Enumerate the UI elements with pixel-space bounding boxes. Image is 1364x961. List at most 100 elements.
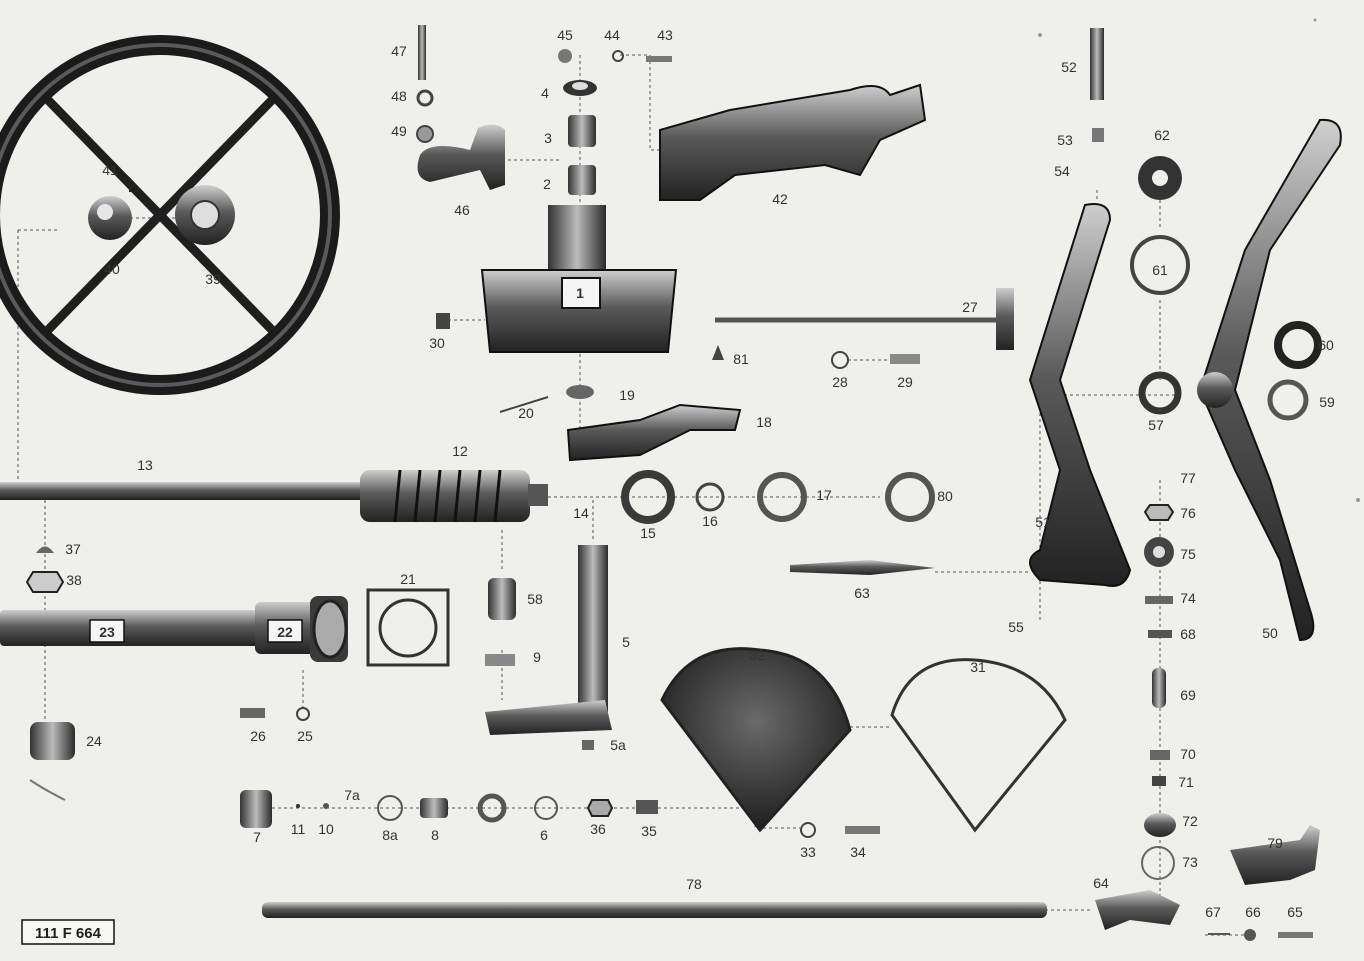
column-nut-bush (25, 546, 310, 760)
part-label: 73 (1182, 854, 1198, 870)
side-cover-and-gasket (660, 647, 1067, 833)
part-label: 19 (619, 387, 635, 403)
part-label: 33 (800, 844, 816, 860)
part-label: 63 (854, 585, 870, 601)
part-label: 5a (610, 737, 626, 753)
part-label: 29 (897, 374, 913, 390)
part-label: 31 (970, 659, 986, 675)
part-label: 55 (1008, 619, 1024, 635)
part-label: 1 (576, 285, 584, 301)
part-label: 17 (816, 487, 832, 503)
part-label: 60 (1318, 337, 1334, 353)
part-label: 44 (604, 27, 620, 43)
part-label: 30 (429, 335, 445, 351)
part-label: 62 (1154, 127, 1170, 143)
part-label: 38 (66, 572, 82, 588)
part-label: 8a (382, 827, 398, 843)
part-label: 18 (756, 414, 772, 430)
part-label: 24 (86, 733, 102, 749)
part-label: 47 (391, 43, 407, 59)
part-label: 16 (702, 513, 718, 529)
part-label: 77 (1180, 470, 1196, 486)
idler-arms (1028, 28, 1342, 642)
part-label: 4 (541, 85, 549, 101)
elbow-casting (558, 49, 927, 201)
part-label: 64 (1093, 875, 1109, 891)
part-label: 42 (772, 191, 788, 207)
sector-shaft (485, 545, 612, 750)
part-label: 9 (533, 649, 541, 665)
part-label: 61 (1152, 262, 1168, 278)
part-label: 8 (431, 827, 439, 843)
part-label: 70 (1180, 746, 1196, 762)
part-label: 65 (1287, 904, 1303, 920)
plate-number: 111 F 664 (35, 925, 102, 942)
part-label: 46 (454, 202, 470, 218)
part-label: 35 (641, 823, 657, 839)
part-label: 14 (573, 505, 589, 521)
part-label: 20 (518, 405, 534, 421)
part-label: 39 (205, 271, 221, 287)
part-label: 45 (557, 27, 573, 43)
part-label: 72 (1182, 813, 1198, 829)
seal-rings (621, 470, 935, 524)
print-specks (29, 18, 1360, 801)
part-label: 51 (1035, 514, 1051, 530)
flange-gasket (366, 588, 450, 667)
part-label: 28 (832, 374, 848, 390)
part-label: 13 (137, 457, 153, 473)
tie-rod-ends (790, 560, 1320, 941)
part-label: 11 (291, 821, 306, 837)
part-label: 27 (962, 299, 978, 315)
kingpin-stack (1130, 156, 1322, 880)
part-label: 57 (1148, 417, 1164, 433)
part-label: 68 (1180, 626, 1196, 642)
part-label: 74 (1180, 590, 1196, 606)
part-label: 69 (1180, 687, 1196, 703)
part-label: 54 (1054, 163, 1070, 179)
part-label: 22 (277, 624, 293, 640)
steering-wheel (0, 35, 340, 395)
part-label: 10 (318, 821, 334, 837)
part-label: 79 (1267, 835, 1283, 851)
part-label: 6 (540, 827, 548, 843)
part-label: 23 (99, 624, 115, 640)
part-label: 58 (527, 591, 543, 607)
part-label: 40 (104, 261, 120, 277)
part-label: 66 (1245, 904, 1261, 920)
part-label: 71 (1178, 774, 1194, 790)
part-label: 25 (297, 728, 313, 744)
part-label: 43 (657, 27, 673, 43)
boxed-labels (89, 619, 303, 643)
lever-rod (436, 288, 1014, 369)
part-label: 32 (749, 647, 765, 663)
plate-number-box: 111 F 664 (21, 919, 115, 945)
part-label: 36 (590, 821, 606, 837)
part-label: 2 (543, 176, 551, 192)
part-label: 37 (65, 541, 81, 557)
part-label: 78 (686, 876, 702, 892)
mount-bracket (416, 25, 505, 190)
part-labels: 1 2 3 4 5 5a 6 7 7a 8 8a 9 10 11 12 13 1… (65, 27, 1335, 920)
part-label: 76 (1180, 505, 1196, 521)
part-label: 3 (544, 130, 552, 146)
part-label: 41 (102, 162, 118, 178)
part-label: 53 (1057, 132, 1073, 148)
part-label: 21 (400, 571, 416, 587)
part-label: 81 (733, 351, 749, 367)
part-label: 7a (344, 787, 360, 803)
bushings (563, 80, 597, 195)
part-label: 52 (1061, 59, 1077, 75)
drag-link-rod (262, 902, 1047, 918)
part-label: 15 (640, 525, 656, 541)
part-label: 48 (391, 88, 407, 104)
part-label: 34 (850, 844, 866, 860)
part-label: 7 (253, 829, 261, 845)
part-label: 59 (1319, 394, 1335, 410)
part-label: 50 (1262, 625, 1278, 641)
steering-gearbox-housing (480, 205, 678, 353)
part-label: 49 (391, 123, 407, 139)
part-label: 67 (1205, 904, 1221, 920)
part-label: 12 (452, 443, 468, 459)
